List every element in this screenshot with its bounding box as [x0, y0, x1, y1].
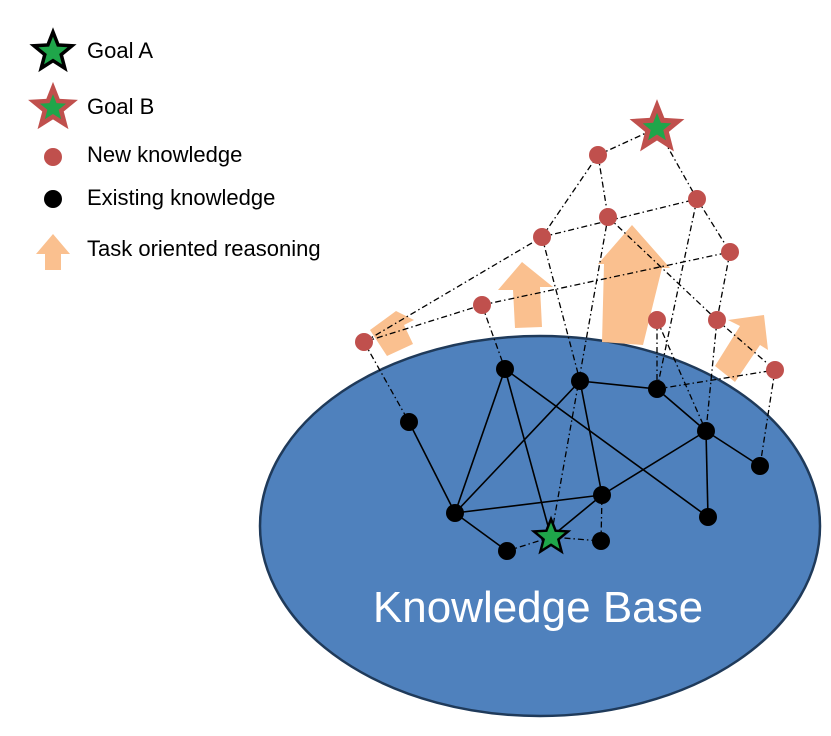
legend-new-knowledge: New knowledge [44, 142, 242, 167]
edge [504, 368, 709, 518]
reasoning-arrow-3 [598, 225, 670, 345]
legend: Goal A Goal B New knowledge Existing kno… [28, 27, 321, 270]
edge [579, 380, 603, 496]
legend-goal-b-label: Goal B [87, 94, 154, 119]
new-knowledge-node [766, 361, 784, 379]
edge [705, 430, 761, 467]
new-knowledge-node [708, 311, 726, 329]
edge [696, 198, 731, 253]
existing-knowledge-node [496, 360, 514, 378]
legend-new-knowledge-label: New knowledge [87, 142, 242, 167]
edge [506, 536, 552, 552]
edge [481, 251, 731, 306]
edge [656, 388, 707, 432]
edge [541, 236, 581, 382]
reasoning-arrow-4 [715, 315, 768, 382]
knowledge-base-label: Knowledge Base [373, 583, 703, 632]
edge [504, 368, 552, 538]
existing-knowledge-node [498, 542, 516, 560]
knowledge-base-ellipse [258, 334, 822, 718]
edge [454, 494, 603, 514]
edge [705, 319, 718, 432]
reasoning-arrow-2 [498, 262, 553, 328]
edge [601, 430, 707, 496]
legend-goal-a: Goal A [29, 27, 153, 73]
goal-b-star [629, 99, 685, 152]
legend-existing-knowledge-label: Existing knowledge [87, 185, 275, 210]
new-knowledge-node [533, 228, 551, 246]
edge [597, 154, 609, 218]
green-star-black-outline-icon [530, 515, 572, 555]
existing-knowledge-node [592, 532, 610, 550]
edge [579, 380, 658, 390]
new-knowledge-node [355, 333, 373, 351]
red-dot-icon [44, 148, 62, 166]
edge [607, 216, 718, 321]
new-knowledge-node [599, 208, 617, 226]
edge [363, 236, 543, 343]
existing-knowledge-node [593, 486, 611, 504]
goal-a-star [530, 515, 572, 555]
existing-knowledge-node [446, 504, 464, 522]
legend-task-reasoning: Task oriented reasoning [36, 234, 321, 270]
orange-up-arrow-icon [36, 234, 70, 270]
new-knowledge-node [688, 190, 706, 208]
edge [454, 368, 506, 514]
existing-knowledge-edges [408, 368, 761, 552]
new-knowledge-node [473, 296, 491, 314]
green-star-black-outline-icon [29, 27, 77, 73]
edge [656, 369, 776, 390]
edge [541, 198, 698, 238]
existing-knowledge-node [699, 508, 717, 526]
legend-existing-knowledge: Existing knowledge [44, 185, 275, 210]
legend-task-reasoning-label: Task oriented reasoning [87, 236, 321, 261]
edge [656, 198, 698, 390]
edge [408, 421, 456, 514]
edge [481, 304, 506, 370]
new-knowledge-node [648, 311, 666, 329]
legend-goal-a-label: Goal A [87, 38, 153, 63]
reasoning-arrows [370, 225, 768, 382]
edge [716, 319, 776, 371]
edge [705, 430, 709, 518]
existing-knowledge-node [400, 413, 418, 431]
existing-knowledge-node [648, 380, 666, 398]
edge [759, 369, 776, 467]
existing-knowledge-node [697, 422, 715, 440]
new-knowledge-nodes [355, 146, 784, 379]
legend-goal-b: Goal B [28, 81, 154, 130]
existing-knowledge-node [571, 372, 589, 390]
green-star-red-outline-icon [629, 99, 685, 152]
edge [363, 341, 410, 423]
edge [454, 380, 581, 514]
new-knowledge-node [721, 243, 739, 261]
new-knowledge-node [589, 146, 607, 164]
green-star-red-outline-icon [28, 81, 78, 130]
edge [600, 494, 603, 542]
black-dot-icon [44, 190, 62, 208]
existing-knowledge-nodes [400, 360, 769, 560]
edge [454, 512, 508, 552]
existing-knowledge-node [751, 457, 769, 475]
edge [716, 251, 731, 321]
edge [541, 154, 599, 238]
